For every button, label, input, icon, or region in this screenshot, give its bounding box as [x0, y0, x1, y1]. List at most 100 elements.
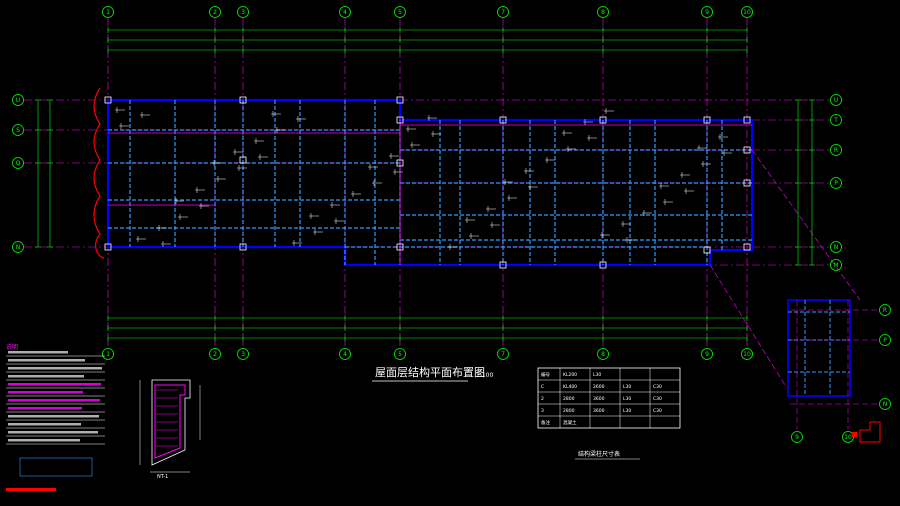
- column: [396, 116, 404, 124]
- note-text-bar: [8, 399, 100, 402]
- table-cell: L30: [593, 372, 601, 378]
- axis-bubble-right-label: R: [834, 147, 838, 154]
- table-cell: L30: [623, 384, 631, 390]
- column: [396, 96, 404, 104]
- column: [743, 243, 751, 251]
- axis-bubble-top: [497, 6, 509, 18]
- axis-bubble-bottom: [209, 348, 221, 360]
- inset-axis-bubble: [879, 334, 891, 346]
- axis-bubble-bottom: [102, 348, 114, 360]
- axis-bubble-bottom-label: 1: [106, 351, 110, 358]
- inset-axis-bubble-label: R: [883, 307, 887, 314]
- axis-bubble-top-label: 3: [241, 9, 245, 16]
- note-mini-detail: [19, 457, 93, 477]
- axis-bubble-left-label: U: [16, 97, 20, 104]
- axis-bubble-top: [701, 6, 713, 18]
- note-text-bar: [8, 431, 98, 434]
- table-cell: L30: [623, 408, 631, 414]
- column: [599, 261, 607, 269]
- table-cell: C: [541, 384, 544, 390]
- table-cell: 编号: [541, 371, 550, 378]
- axis-bubble-left-label: Q: [16, 160, 21, 167]
- axis-bubble-top-label: 1: [106, 9, 110, 16]
- column: [743, 146, 751, 154]
- column: [239, 243, 247, 251]
- axis-bubble-right-label: U: [834, 97, 838, 104]
- note-text-bar: [8, 359, 85, 362]
- axis-bubble-left-label: S: [16, 127, 20, 134]
- note-text-bar: [8, 391, 83, 394]
- red-marker: [852, 432, 857, 437]
- revision-cloud: [93, 87, 105, 259]
- column: [104, 96, 112, 104]
- note-lines: [6, 351, 105, 491]
- leader-line: [751, 149, 861, 301]
- column: [499, 261, 507, 269]
- column: [396, 159, 404, 167]
- axis-bubble-top-label: 9: [705, 9, 709, 16]
- axis-bubble-top: [237, 6, 249, 18]
- note-text-bar: [8, 351, 68, 354]
- axis-bubble-top: [741, 6, 753, 18]
- axis-bubble-bottom: [701, 348, 713, 360]
- axis-bubble-bottom: [741, 348, 753, 360]
- column: [743, 179, 751, 187]
- axis-bubble-right: [830, 114, 842, 126]
- table-cell: 3600: [593, 408, 605, 414]
- column: [396, 243, 404, 251]
- axis-bubble-left: [12, 124, 24, 136]
- table-cell: KL200: [563, 372, 577, 378]
- table-frame: [537, 367, 681, 429]
- axis-bubble-top: [394, 6, 406, 18]
- note-text-bar: [8, 375, 84, 378]
- axis-bubble-right-label: M: [833, 262, 838, 269]
- inset-axis-bubble: [879, 304, 891, 316]
- column: [239, 156, 247, 164]
- detail-caption: NT-1: [157, 474, 168, 480]
- axis-bubble-top: [597, 6, 609, 18]
- red-detail: [859, 421, 881, 443]
- axis-bubble-top-label: 8: [601, 9, 605, 16]
- table-cell: 2800: [563, 396, 575, 402]
- axis-bubble-left-label: N: [16, 244, 21, 251]
- axis-bubble-top-label: 7: [501, 9, 505, 16]
- table-cell: 备注: [541, 419, 550, 426]
- axis-bubble-top-label: 2: [213, 9, 217, 16]
- axis-bubble-right: [830, 259, 842, 271]
- drawing-scale: 1:100: [476, 372, 493, 379]
- inset-axis-bubble: [879, 398, 891, 410]
- axis-bubble-bottom-label: 8: [601, 351, 605, 358]
- axis-bubble-bottom: [394, 348, 406, 360]
- table-cell: C30: [653, 396, 662, 402]
- axis-bubble-bottom-label: 10: [743, 351, 751, 358]
- table-cell: KL400: [563, 384, 577, 390]
- table-cell: 2800: [563, 408, 575, 414]
- column: [743, 116, 751, 124]
- inset-axis-bubble: [791, 431, 803, 443]
- axis-bubble-left: [12, 94, 24, 106]
- note-text-bar: [8, 439, 80, 442]
- axis-bubble-right: [830, 177, 842, 189]
- table-caption: 结构梁柱尺寸表: [578, 450, 620, 458]
- axis-bubble-bottom-label: 7: [501, 351, 505, 358]
- axis-bubble-top: [209, 6, 221, 18]
- inset-detail-plan: [787, 299, 881, 443]
- note-text-bar: [8, 415, 99, 418]
- notes-heading: 说明: [6, 343, 18, 351]
- table-cell: 混凝土: [563, 419, 577, 426]
- table-cell: 3600: [593, 396, 605, 402]
- note-text-bar: [8, 383, 101, 386]
- drawing-title: 屋面层结构平面布置图: [375, 365, 485, 379]
- axis-bubble-left: [12, 157, 24, 169]
- axis-bubble-top: [102, 6, 114, 18]
- inset-axis-bubble-label: N: [883, 401, 888, 408]
- table-cell: L30: [623, 396, 631, 402]
- axis-bubble-bottom-label: 2: [213, 351, 217, 358]
- column: [104, 243, 112, 251]
- axis-bubble-top-label: 4: [343, 9, 347, 16]
- inset-outline: [787, 299, 851, 397]
- note-text-bar: [8, 407, 82, 410]
- table-cell: 2600: [593, 384, 605, 390]
